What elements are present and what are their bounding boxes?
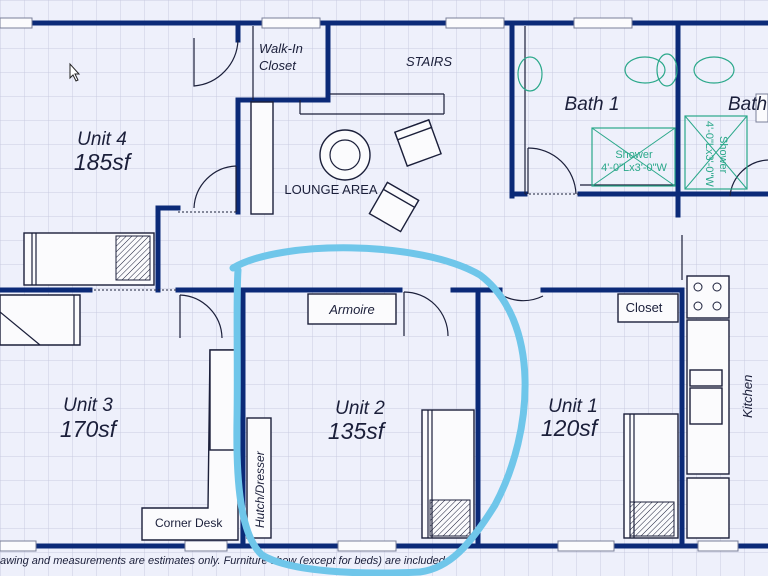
room-labels: Unit 4 185sf Walk-In Closet STAIRS LOUNG… — [0, 41, 767, 567]
walkin-label-2: Closet — [259, 58, 297, 73]
shower1-label: Shower — [615, 149, 653, 161]
unit2-name: Unit 2 — [335, 398, 385, 419]
shower-icon — [591, 127, 676, 187]
unit1-area: 120sf — [541, 415, 600, 441]
armoire-label: Armoire — [328, 302, 375, 317]
unit2-area: 135sf — [328, 418, 387, 444]
mouse-pointer-icon — [69, 62, 81, 82]
fridge-icon — [686, 477, 730, 539]
corner-desk-label: Corner Desk — [155, 516, 223, 530]
walkin-label: Walk-In — [259, 41, 303, 56]
stove-icon — [686, 275, 730, 319]
kitchen-label: Kitchen — [740, 375, 755, 418]
hutch-dresser — [246, 417, 272, 539]
hutch-label: Hutch/Dresser — [253, 450, 267, 528]
bath1-label: Bath 1 — [565, 94, 620, 115]
highlight-circle — [229, 244, 529, 576]
windows — [0, 17, 768, 552]
footer-note: awing and measurements are estimates onl… — [0, 555, 446, 567]
chair-icon — [368, 181, 420, 233]
table-icon — [319, 129, 371, 181]
closet — [617, 293, 679, 323]
inner-lines — [90, 26, 683, 291]
sink-icon — [689, 369, 723, 387]
shower-icon — [684, 115, 748, 190]
chair-icon — [394, 119, 442, 167]
couch-icon — [250, 101, 274, 215]
unit3-name: Unit 3 — [63, 395, 113, 416]
closet-label: Closet — [626, 300, 663, 315]
shower2-label: Shower — [717, 136, 729, 174]
shower2-size: 4'-0"Lx3'-0"W — [703, 121, 715, 187]
bath2-label: Bath — [728, 94, 767, 115]
lounge-label: LOUNGE AREA — [284, 182, 378, 197]
sink-icon — [693, 56, 735, 84]
stairs-label: STAIRS — [406, 54, 452, 69]
dishwasher-icon — [689, 387, 723, 425]
toilet-icon — [656, 53, 678, 87]
toilet-icon — [517, 56, 543, 92]
unit4-name: Unit 4 — [77, 129, 127, 150]
doors — [179, 38, 768, 339]
bed-icon — [0, 294, 81, 346]
bath-fixtures — [517, 53, 748, 190]
unit1-name: Unit 1 — [548, 396, 598, 417]
sink-icon — [624, 56, 666, 84]
shower1-size: 4'-0"Lx3'-0"W — [601, 162, 667, 174]
unit4-area: 185sf — [74, 149, 133, 175]
armoire — [307, 293, 397, 325]
unit3-area: 170sf — [60, 416, 119, 442]
